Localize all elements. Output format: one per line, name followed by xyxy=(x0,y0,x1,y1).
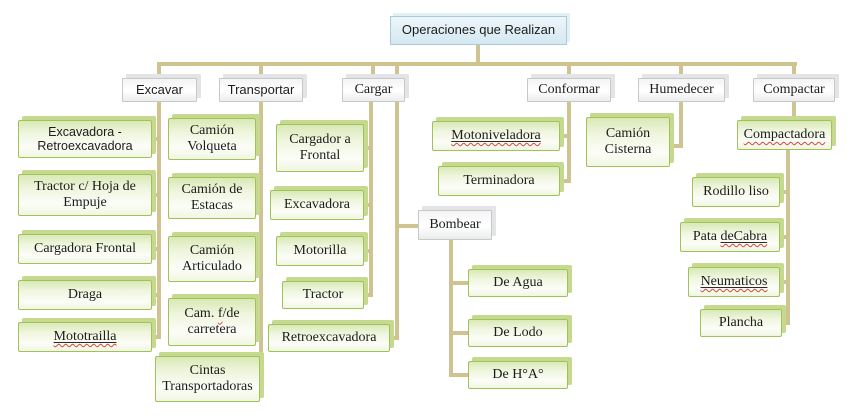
item-cargadora-frontal: Cargadora Frontal xyxy=(18,234,152,264)
item-label: Cintas Transportadoras xyxy=(162,363,253,394)
item-rodillo-liso: Rodillo liso xyxy=(692,177,780,207)
label-fragment: deCabra xyxy=(720,229,767,244)
item-draga: Draga xyxy=(18,280,152,310)
category-label: Transportar xyxy=(227,81,295,97)
item-label: Excavadora - Retroexcavadora xyxy=(37,125,133,153)
item-camion-articulado: Camión Articulado xyxy=(168,236,256,282)
misspelled-word: Motoniveladora xyxy=(451,128,541,144)
item-label: Cam. f/de carretera xyxy=(172,306,252,337)
item-excavadora-retroexcavadora: Excavadora - Retroexcavadora xyxy=(18,120,152,158)
label-fragment: Cam. xyxy=(184,306,218,322)
item-label: Rodillo liso xyxy=(703,184,769,200)
item-label: Plancha xyxy=(718,315,764,331)
item-motoniveladora: Motoniveladora xyxy=(432,121,560,151)
item-retroexcavadora: Retroexcavadora xyxy=(268,324,390,352)
item-pata-de-cabra: Pata deCabra xyxy=(680,222,780,252)
item-label: Excavadora xyxy=(283,197,351,213)
category-conformar: Conformar xyxy=(527,78,611,102)
item-camion-de-estacas: Camión de Estacas xyxy=(168,177,256,219)
item-label: Terminadora xyxy=(463,173,535,189)
category-cargar: Cargar xyxy=(342,78,405,102)
misspelled-word: Neumaticos xyxy=(700,274,768,290)
category-bombear: Bombear xyxy=(418,210,492,240)
item-camion-cisterna: Camión Cisterna xyxy=(586,117,670,167)
misspelled-word: deCabra xyxy=(720,229,768,245)
item-cam-f-de-carretera: Cam. f/de carretera xyxy=(168,298,256,346)
item-label: Neumaticos xyxy=(701,274,768,290)
item-label: De Lodo xyxy=(493,325,543,341)
category-excavar: Excavar xyxy=(122,78,197,102)
item-terminadora: Terminadora xyxy=(438,166,560,196)
category-label: Humedecer xyxy=(649,82,714,98)
item-cintas-transportadoras: Cintas Transportadoras xyxy=(155,356,260,402)
root-node-label: Operaciones que Realizan xyxy=(401,22,556,38)
item-neumaticos: Neumaticos xyxy=(688,267,780,297)
item-de-hormigon-armado: De H°A° xyxy=(468,361,568,389)
item-label: Tractor xyxy=(302,287,344,303)
item-label: Camión Articulado xyxy=(182,243,242,274)
category-label: Conformar xyxy=(538,82,600,98)
label-fragment: /de carretera xyxy=(187,306,240,337)
misspelled-word: Mototrailla xyxy=(53,329,117,345)
item-mototrailla: Mototrailla xyxy=(18,322,152,352)
item-tractor-hoja-empuje: Tractor c/ Hoja de Empuje xyxy=(18,174,152,216)
item-camion-volqueta: Camión Volqueta xyxy=(168,118,256,160)
category-label: Compactar xyxy=(763,82,825,98)
item-de-agua: De Agua xyxy=(468,269,568,297)
item-de-lodo: De Lodo xyxy=(468,319,568,347)
item-motorilla: Motorilla xyxy=(276,236,364,266)
item-label: Pata deCabra xyxy=(693,229,767,245)
item-label: Camión de Estacas xyxy=(181,182,243,213)
root-node-operaciones: Operaciones que Realizan xyxy=(390,16,567,45)
item-plancha: Plancha xyxy=(700,309,782,337)
item-label: De Agua xyxy=(493,275,543,291)
label-fragment: Pata xyxy=(692,229,721,245)
item-label: Tractor c/ Hoja de Empuje xyxy=(34,179,136,210)
misspelled-word: f xyxy=(217,306,223,322)
item-label: Draga xyxy=(67,287,103,303)
item-cargador-a-frontal: Cargador a Frontal xyxy=(276,124,364,172)
item-label: Retroexcavadora xyxy=(281,330,377,346)
category-label: Excavar xyxy=(136,81,183,97)
item-label: De H°A° xyxy=(492,367,544,383)
item-label: Motorilla xyxy=(293,243,347,259)
item-label: Motoniveladora xyxy=(451,128,540,144)
category-label: Bombear xyxy=(429,217,481,233)
item-label: Cargadora Frontal xyxy=(34,241,136,257)
item-label: Camión Volqueta xyxy=(187,123,237,154)
item-label: Camión Cisterna xyxy=(604,126,652,157)
item-tractor: Tractor xyxy=(282,281,364,309)
category-transportar: Transportar xyxy=(219,78,303,102)
category-label: Cargar xyxy=(354,82,393,98)
item-label: Mototrailla xyxy=(54,329,117,345)
misspelled-word: Compactadora xyxy=(743,127,826,143)
item-excavadora: Excavadora xyxy=(270,190,364,220)
item-label: Cargador a Frontal xyxy=(289,132,351,163)
item-compactadora: Compactadora xyxy=(737,120,832,150)
category-compactar: Compactar xyxy=(753,78,835,102)
category-humedecer: Humedecer xyxy=(638,78,725,102)
